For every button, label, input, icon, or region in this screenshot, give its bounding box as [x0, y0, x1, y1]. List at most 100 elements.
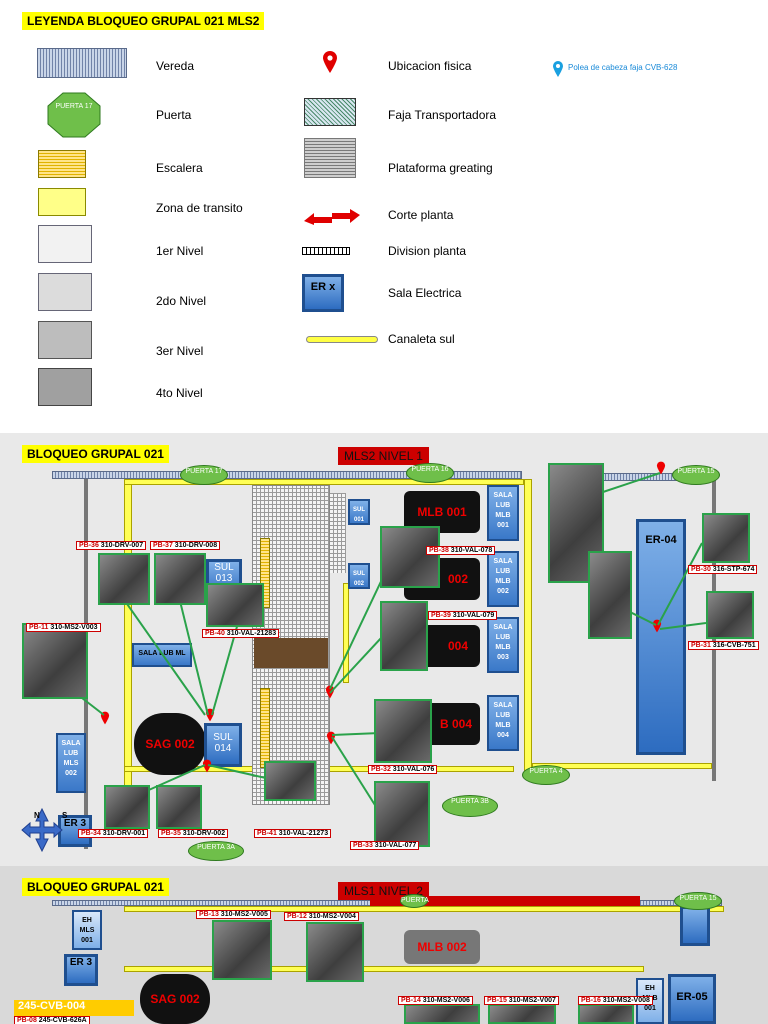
- pb-tag[interactable]: PB-41 310-VAL-21273: [254, 829, 332, 838]
- legend-label-nivel3: 3er Nivel: [156, 344, 204, 358]
- photo-pb34[interactable]: [104, 785, 150, 829]
- vereda-swatch: [37, 48, 127, 78]
- pin-icon: [202, 759, 212, 773]
- legend-title: LEYENDA BLOQUEO GRUPAL 021 MLS2: [22, 12, 265, 30]
- door-2a[interactable]: PUERTA: [400, 894, 429, 908]
- pb-tag[interactable]: PB-35 310-DRV-002: [158, 829, 229, 838]
- pb-tag[interactable]: PB-40 310-VAL-21283: [202, 629, 280, 638]
- sul-002[interactable]: SUL 002: [348, 563, 370, 589]
- photo-pb12[interactable]: [306, 922, 364, 982]
- photo-pb38[interactable]: [380, 526, 440, 588]
- pb-tag[interactable]: PB-13 310-MS2-V005: [196, 910, 271, 919]
- sala-lub-mlb-004[interactable]: SALA LUB MLB 004: [487, 695, 519, 751]
- sag-002-2[interactable]: SAG 002: [140, 974, 210, 1024]
- conveyor-label: 245-CVB-004: [14, 1000, 134, 1016]
- map2-title: BLOQUEO GRUPAL 021: [22, 878, 169, 896]
- puerta-swatch-text: PUERTA 17: [55, 103, 93, 110]
- walkway-top: [52, 471, 522, 479]
- pb-tag[interactable]: PB-31 316-CVB-751: [688, 641, 759, 650]
- legend-label-corte: Corte planta: [388, 208, 454, 222]
- pb-tag[interactable]: PB-39 310-VAL-079: [428, 611, 498, 620]
- pb-tag[interactable]: PB-33 310-VAL-077: [350, 841, 420, 850]
- nivel3-swatch: [38, 321, 92, 359]
- legend-label-ubicacion: Ubicacion fisica: [388, 59, 472, 73]
- legend-label-sala-electrica: Sala Electrica: [388, 286, 462, 300]
- sala-lub-mlb-002[interactable]: SALA LUB MLB 002: [487, 551, 519, 607]
- nivel4-swatch: [38, 368, 92, 406]
- legend-label-transito: Zona de transito: [156, 201, 243, 215]
- legend-label-canaleta: Canaleta sul: [388, 332, 455, 346]
- sul-014[interactable]: SUL 014: [204, 723, 242, 767]
- photo-pb37[interactable]: [154, 553, 206, 605]
- door-16[interactable]: PUERTA 16: [406, 463, 454, 483]
- photo-pb13[interactable]: [212, 920, 272, 980]
- eh-mlb-001[interactable]: EH MLB 001: [636, 978, 664, 1024]
- er-box-small[interactable]: [680, 906, 710, 946]
- door-15[interactable]: PUERTA 15: [672, 465, 720, 485]
- pb-tag[interactable]: PB-30 316-STP-674: [688, 565, 758, 574]
- door-17[interactable]: PUERTA 17: [180, 465, 228, 485]
- corte-planta-arrow-icon: [302, 207, 362, 227]
- sala-lub-mls-002[interactable]: SALA LUB MLS 002: [56, 733, 86, 793]
- stair-1: [260, 538, 270, 608]
- sala-lub-mlb-003[interactable]: SALA LUB MLB 003: [487, 617, 519, 673]
- photo-pb14[interactable]: [404, 1004, 480, 1024]
- map1-level-label: MLS2 NIVEL 1: [338, 447, 429, 465]
- photo-pb36[interactable]: [98, 553, 150, 605]
- mill-mlb001[interactable]: MLB 001: [404, 491, 480, 533]
- photo-pb39[interactable]: [380, 601, 428, 671]
- pb-tag[interactable]: PB-16 310-MS2-V008: [578, 996, 653, 1005]
- pin-icon: [656, 461, 666, 475]
- pb-tag[interactable]: PB-14 310-MS2-V006: [398, 996, 473, 1005]
- photo-pb40[interactable]: [206, 583, 264, 627]
- photo-pb35[interactable]: [156, 785, 202, 829]
- photo-pb11[interactable]: [22, 623, 88, 699]
- photo-pb32[interactable]: [374, 699, 432, 763]
- legend-label-faja: Faja Transportadora: [388, 108, 497, 122]
- photo-pb31[interactable]: [706, 591, 754, 639]
- pb-tag[interactable]: PB-12 310-MS2-V004: [284, 912, 359, 921]
- photo-pb16[interactable]: [578, 1004, 634, 1024]
- polea-label: Polea de cabeza faja CVB-628: [568, 63, 678, 72]
- pb-tag[interactable]: PB-15 310-MS2-V007: [484, 996, 559, 1005]
- map1-title: BLOQUEO GRUPAL 021: [22, 445, 169, 463]
- door-4[interactable]: PUERTA 4: [522, 765, 570, 785]
- pb-tag[interactable]: PB-11 310-MS2-V003: [26, 623, 101, 632]
- photo-pb41[interactable]: [264, 761, 316, 801]
- photo-pb30[interactable]: [702, 513, 750, 563]
- door-3b[interactable]: PUERTA 3B: [442, 795, 498, 817]
- legend-label-escalera: Escalera: [156, 161, 203, 175]
- greating-swatch: [304, 138, 356, 178]
- door-3a[interactable]: PUERTA 3A: [188, 841, 244, 861]
- rail-mid-2: [124, 966, 644, 972]
- photo-pb15[interactable]: [488, 1004, 556, 1024]
- door-15-2[interactable]: PUERTA 15: [674, 892, 722, 910]
- sul-001[interactable]: SUL 001: [348, 499, 370, 525]
- mill-sag002[interactable]: SAG 002: [134, 713, 206, 775]
- legend-label-nivel2: 2do Nivel: [156, 294, 207, 308]
- map1-panel: BLOQUEO GRUPAL 021 MLS2 NIVEL 1 MLB 001 …: [0, 433, 768, 866]
- callout-lines: [81, 472, 707, 814]
- photo-area-2[interactable]: [588, 551, 632, 639]
- rail-top: [124, 479, 524, 485]
- mlb-002-2[interactable]: MLB 002: [404, 930, 480, 964]
- compass-label: N S: [34, 811, 78, 820]
- puerta-swatch: PUERTA 17: [47, 92, 101, 138]
- er-3-room-2[interactable]: ER 3: [64, 954, 98, 986]
- pb-tag[interactable]: PB-37 310-DRV-008: [150, 541, 221, 550]
- er-04-room[interactable]: ER-04: [636, 519, 686, 755]
- location-pin-icon: [322, 50, 338, 74]
- pb-tag[interactable]: PB-32 310-VAL-076: [368, 765, 438, 774]
- photo-pb33[interactable]: [374, 781, 430, 847]
- brown-floor: [254, 638, 328, 668]
- pb-tag[interactable]: PB-08 245-CVB-626A: [14, 1016, 90, 1024]
- pb-tag[interactable]: PB-34 310-DRV-001: [78, 829, 149, 838]
- sala-lub-mlb-001[interactable]: SALA LUB MLB 001: [487, 485, 519, 541]
- pb-tag[interactable]: PB-36 310-DRV-007: [76, 541, 147, 550]
- er-05-room[interactable]: ER-05: [668, 974, 716, 1024]
- pb-tag[interactable]: PB-38 310-VAL-078: [426, 546, 496, 555]
- eh-mls-001[interactable]: EH MLS 001: [72, 910, 102, 950]
- division-planta-swatch: [302, 247, 350, 255]
- legend-label-nivel1: 1er Nivel: [156, 244, 204, 258]
